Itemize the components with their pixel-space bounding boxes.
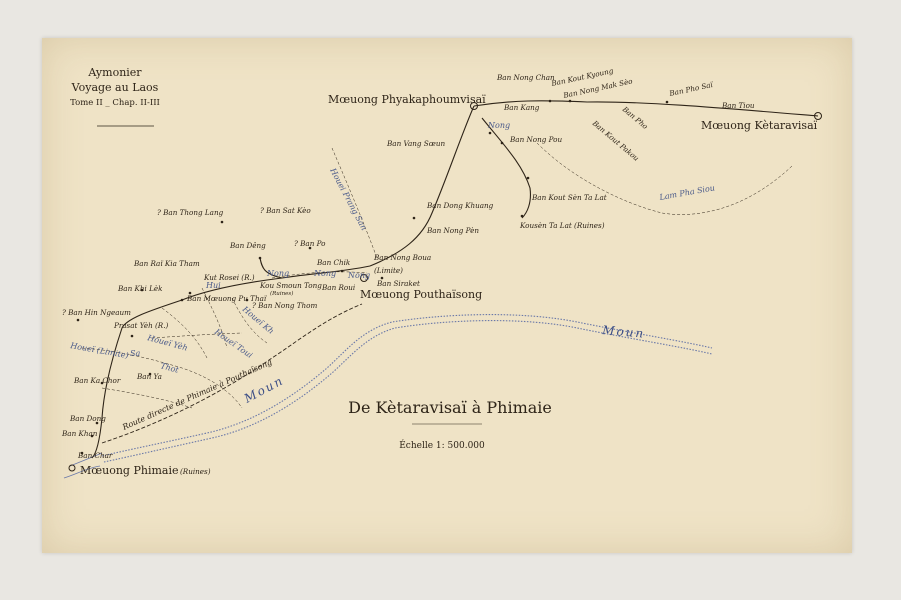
town-label-ketaravisai: Mœuong Kètaravisaï bbox=[701, 119, 818, 132]
village-limite-east: (Limite) bbox=[374, 266, 403, 275]
village-ban-kang: Ban Kang bbox=[503, 103, 540, 112]
village-ban-khi-lek: Ban Khi Lèk bbox=[117, 284, 162, 293]
village-ban-po: ? Ban Po bbox=[294, 239, 326, 248]
village-ban-kout-sen-ta-lat: Ban Kout Sèn Ta Lat bbox=[531, 193, 607, 202]
village-ban-char: Ban Char bbox=[77, 451, 113, 460]
village-kou-smoun-tong: Kou Smoun Tong bbox=[259, 281, 322, 290]
town-marker-phimaie bbox=[68, 464, 76, 472]
village-kou-ruines: (Ruines) bbox=[270, 290, 293, 297]
village-ban-siraket: Ban Siraket bbox=[376, 279, 420, 288]
map-title: De Kètaravisaï à Phimaie bbox=[348, 398, 552, 417]
village-ban-kout-pakou: Ban Kout Pakou bbox=[590, 118, 641, 163]
town-label-phyakaphoumvisai: Mœuong Phyakaphoumvisaï bbox=[328, 93, 486, 106]
village-ban-nong-pou: Ban Nong Pou bbox=[509, 135, 562, 144]
map-scale: Échelle 1: 500.000 bbox=[399, 439, 485, 451]
village-kousen-ta-lat: Kousèn Ta Lat (Ruines) bbox=[519, 221, 605, 230]
stream-label-houei-toui: Houeï Toui bbox=[212, 327, 254, 360]
stream-network bbox=[81, 142, 793, 409]
village-ban-nong-boua: Ban Nong Boua bbox=[373, 253, 431, 262]
village-kut-rosei: Kut Rosei (R.) bbox=[203, 273, 255, 282]
village-ban-ka-chor: Ban Ka Chor bbox=[73, 376, 121, 385]
stream-label-lam-pha-siou: Lam Pha Siou bbox=[658, 183, 716, 202]
village-ban-pho: Ban Pho bbox=[620, 104, 650, 131]
village-ban-hin-ngeaum: ? Ban Hin Ngeaum bbox=[62, 308, 131, 317]
stream-label-sa: Sa bbox=[130, 349, 140, 358]
village-ban-chik: Ban Chik bbox=[316, 258, 350, 267]
stream-label-thot: Thot bbox=[159, 361, 180, 375]
stream-label-houei-prang-san: Houei Prang San bbox=[328, 166, 369, 232]
route-directe-line bbox=[101, 303, 363, 444]
village-ban-khan: Ban Khan bbox=[61, 429, 98, 438]
village-ban-rai-kia-tham: Ban Raï Kia Tham bbox=[133, 259, 200, 268]
village-ban-dong: Ban Dong bbox=[69, 414, 106, 423]
stream-label-limite-west: Houeï (Limite) bbox=[69, 341, 130, 360]
village-ban-deng: Ban Dêng bbox=[229, 241, 266, 250]
author-label: Aymonier bbox=[87, 66, 142, 79]
village-ban-pho-sai: Ban Pho Saï bbox=[668, 80, 715, 98]
town-label-pouthaisong: Mœuong Pouthaïsong bbox=[360, 288, 482, 301]
village-dots bbox=[76, 99, 669, 455]
village-nong: Nong bbox=[487, 121, 510, 130]
village-prasat-yeh: Prasat Yèh (R.) bbox=[113, 321, 168, 330]
map-sheet: Aymonier Voyage au Laos Tome II _ Chap. … bbox=[42, 38, 852, 553]
river-label-moun-west: Moun bbox=[241, 373, 286, 406]
village-ban-nong-thom: ? Ban Nong Thom bbox=[252, 301, 318, 310]
town-marker-phyakaphoumvisai bbox=[470, 102, 478, 110]
village-ban-moeuong-pu-thai: Ban Mœuong Pu Thaï bbox=[186, 294, 267, 303]
town-marker-pouthaisong bbox=[360, 274, 368, 282]
map-canvas: Aymonier Voyage au Laos Tome II _ Chap. … bbox=[61, 66, 822, 479]
town-markers bbox=[68, 102, 822, 472]
volume-label: Tome II _ Chap. II-III bbox=[70, 98, 160, 108]
stream-label-nong-a: Nong bbox=[266, 269, 289, 278]
stream-label-nong-b: Nong bbox=[313, 269, 336, 278]
village-ban-vang-soeun: Ban Vang Sœun bbox=[386, 139, 445, 148]
main-route bbox=[91, 100, 819, 459]
village-ban-dong-khuang: Ban Dong Khuang bbox=[426, 201, 494, 210]
village-ban-roui: Ban Roui bbox=[321, 283, 355, 292]
town-marker-ketaravisai bbox=[814, 112, 822, 120]
village-ban-tiou: Ban Tiou bbox=[721, 101, 755, 110]
work-label: Voyage au Laos bbox=[71, 81, 159, 94]
town-label-phimaie: Mœuong Phimaie bbox=[80, 464, 179, 477]
river-label-moun-east: Moun bbox=[601, 323, 646, 341]
town-note-phimaie: (Ruines) bbox=[180, 467, 211, 476]
village-ban-thong-lang: ? Ban Thong Lang bbox=[157, 208, 224, 217]
village-ban-nong-chan: Ban Nong Chan bbox=[496, 73, 555, 82]
village-ban-ya: Ban Ya bbox=[136, 372, 162, 381]
moun-river bbox=[101, 314, 713, 463]
stream-label-hui-a: Hui bbox=[205, 281, 221, 290]
village-ban-sat-keo: ? Ban Sat Kèo bbox=[260, 206, 311, 215]
village-ban-nong-pen: Ban Nong Pèn bbox=[426, 226, 479, 235]
stream-label-nong-c: Nong bbox=[347, 271, 370, 280]
